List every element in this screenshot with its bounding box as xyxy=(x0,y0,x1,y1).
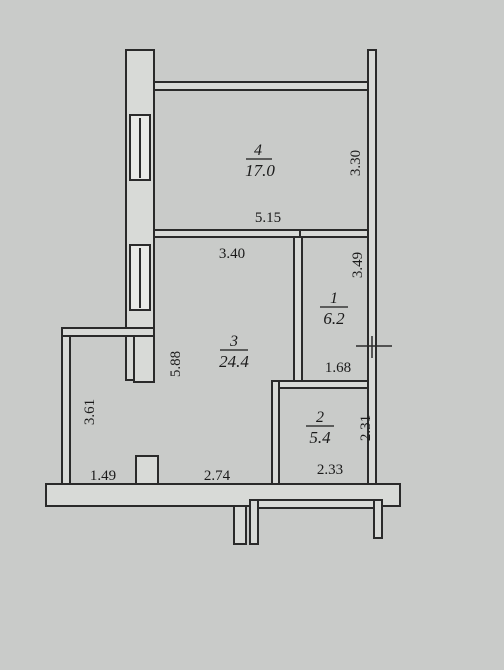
room-1-area: 6.2 xyxy=(323,309,345,328)
wall-room4-room3 xyxy=(153,229,301,238)
room-1-number: 1 xyxy=(330,290,338,307)
left-exterior-wall xyxy=(125,49,155,381)
wall-room3-room2 xyxy=(271,380,280,486)
dim-room1-height: 3.49 xyxy=(350,252,366,278)
dim-room4-width: 5.15 xyxy=(255,210,281,226)
room-2-area: 5.4 xyxy=(309,428,331,447)
wall-room1-room2 xyxy=(271,380,369,389)
room-4-number: 4 xyxy=(254,142,262,159)
dim-room2-height: 2.31 xyxy=(358,415,374,441)
room-2-number: 2 xyxy=(316,409,324,426)
door-marks xyxy=(356,336,392,358)
dim-room4-height: 3.30 xyxy=(348,150,364,176)
wall-room4-room1 xyxy=(299,229,369,238)
dim-balcony-height: 3.61 xyxy=(82,399,98,425)
dim-room2-width: 2.33 xyxy=(317,462,343,478)
dim-room1-width: 1.68 xyxy=(325,360,351,376)
balcony-partition xyxy=(133,335,155,383)
wall-room3-room1 xyxy=(293,236,303,388)
walls xyxy=(45,49,401,545)
balcony-left-wall xyxy=(61,327,71,489)
lower-stub-right xyxy=(373,499,383,539)
lower-stub-left xyxy=(233,505,247,545)
room-3-number: 3 xyxy=(229,333,238,350)
room-3-area: 24.4 xyxy=(219,352,249,371)
lower-stub-middle xyxy=(249,499,381,509)
balcony-top-wall xyxy=(61,327,155,337)
dim-room3-height: 5.88 xyxy=(168,351,184,377)
lower-stub-center xyxy=(249,499,259,545)
top-wall xyxy=(153,81,371,91)
dim-room3-top-width: 3.40 xyxy=(219,246,245,262)
room-4-area: 17.0 xyxy=(245,161,275,180)
dim-room3-bottom-width: 2.74 xyxy=(204,468,231,484)
dim-balcony-width: 1.49 xyxy=(90,468,116,484)
